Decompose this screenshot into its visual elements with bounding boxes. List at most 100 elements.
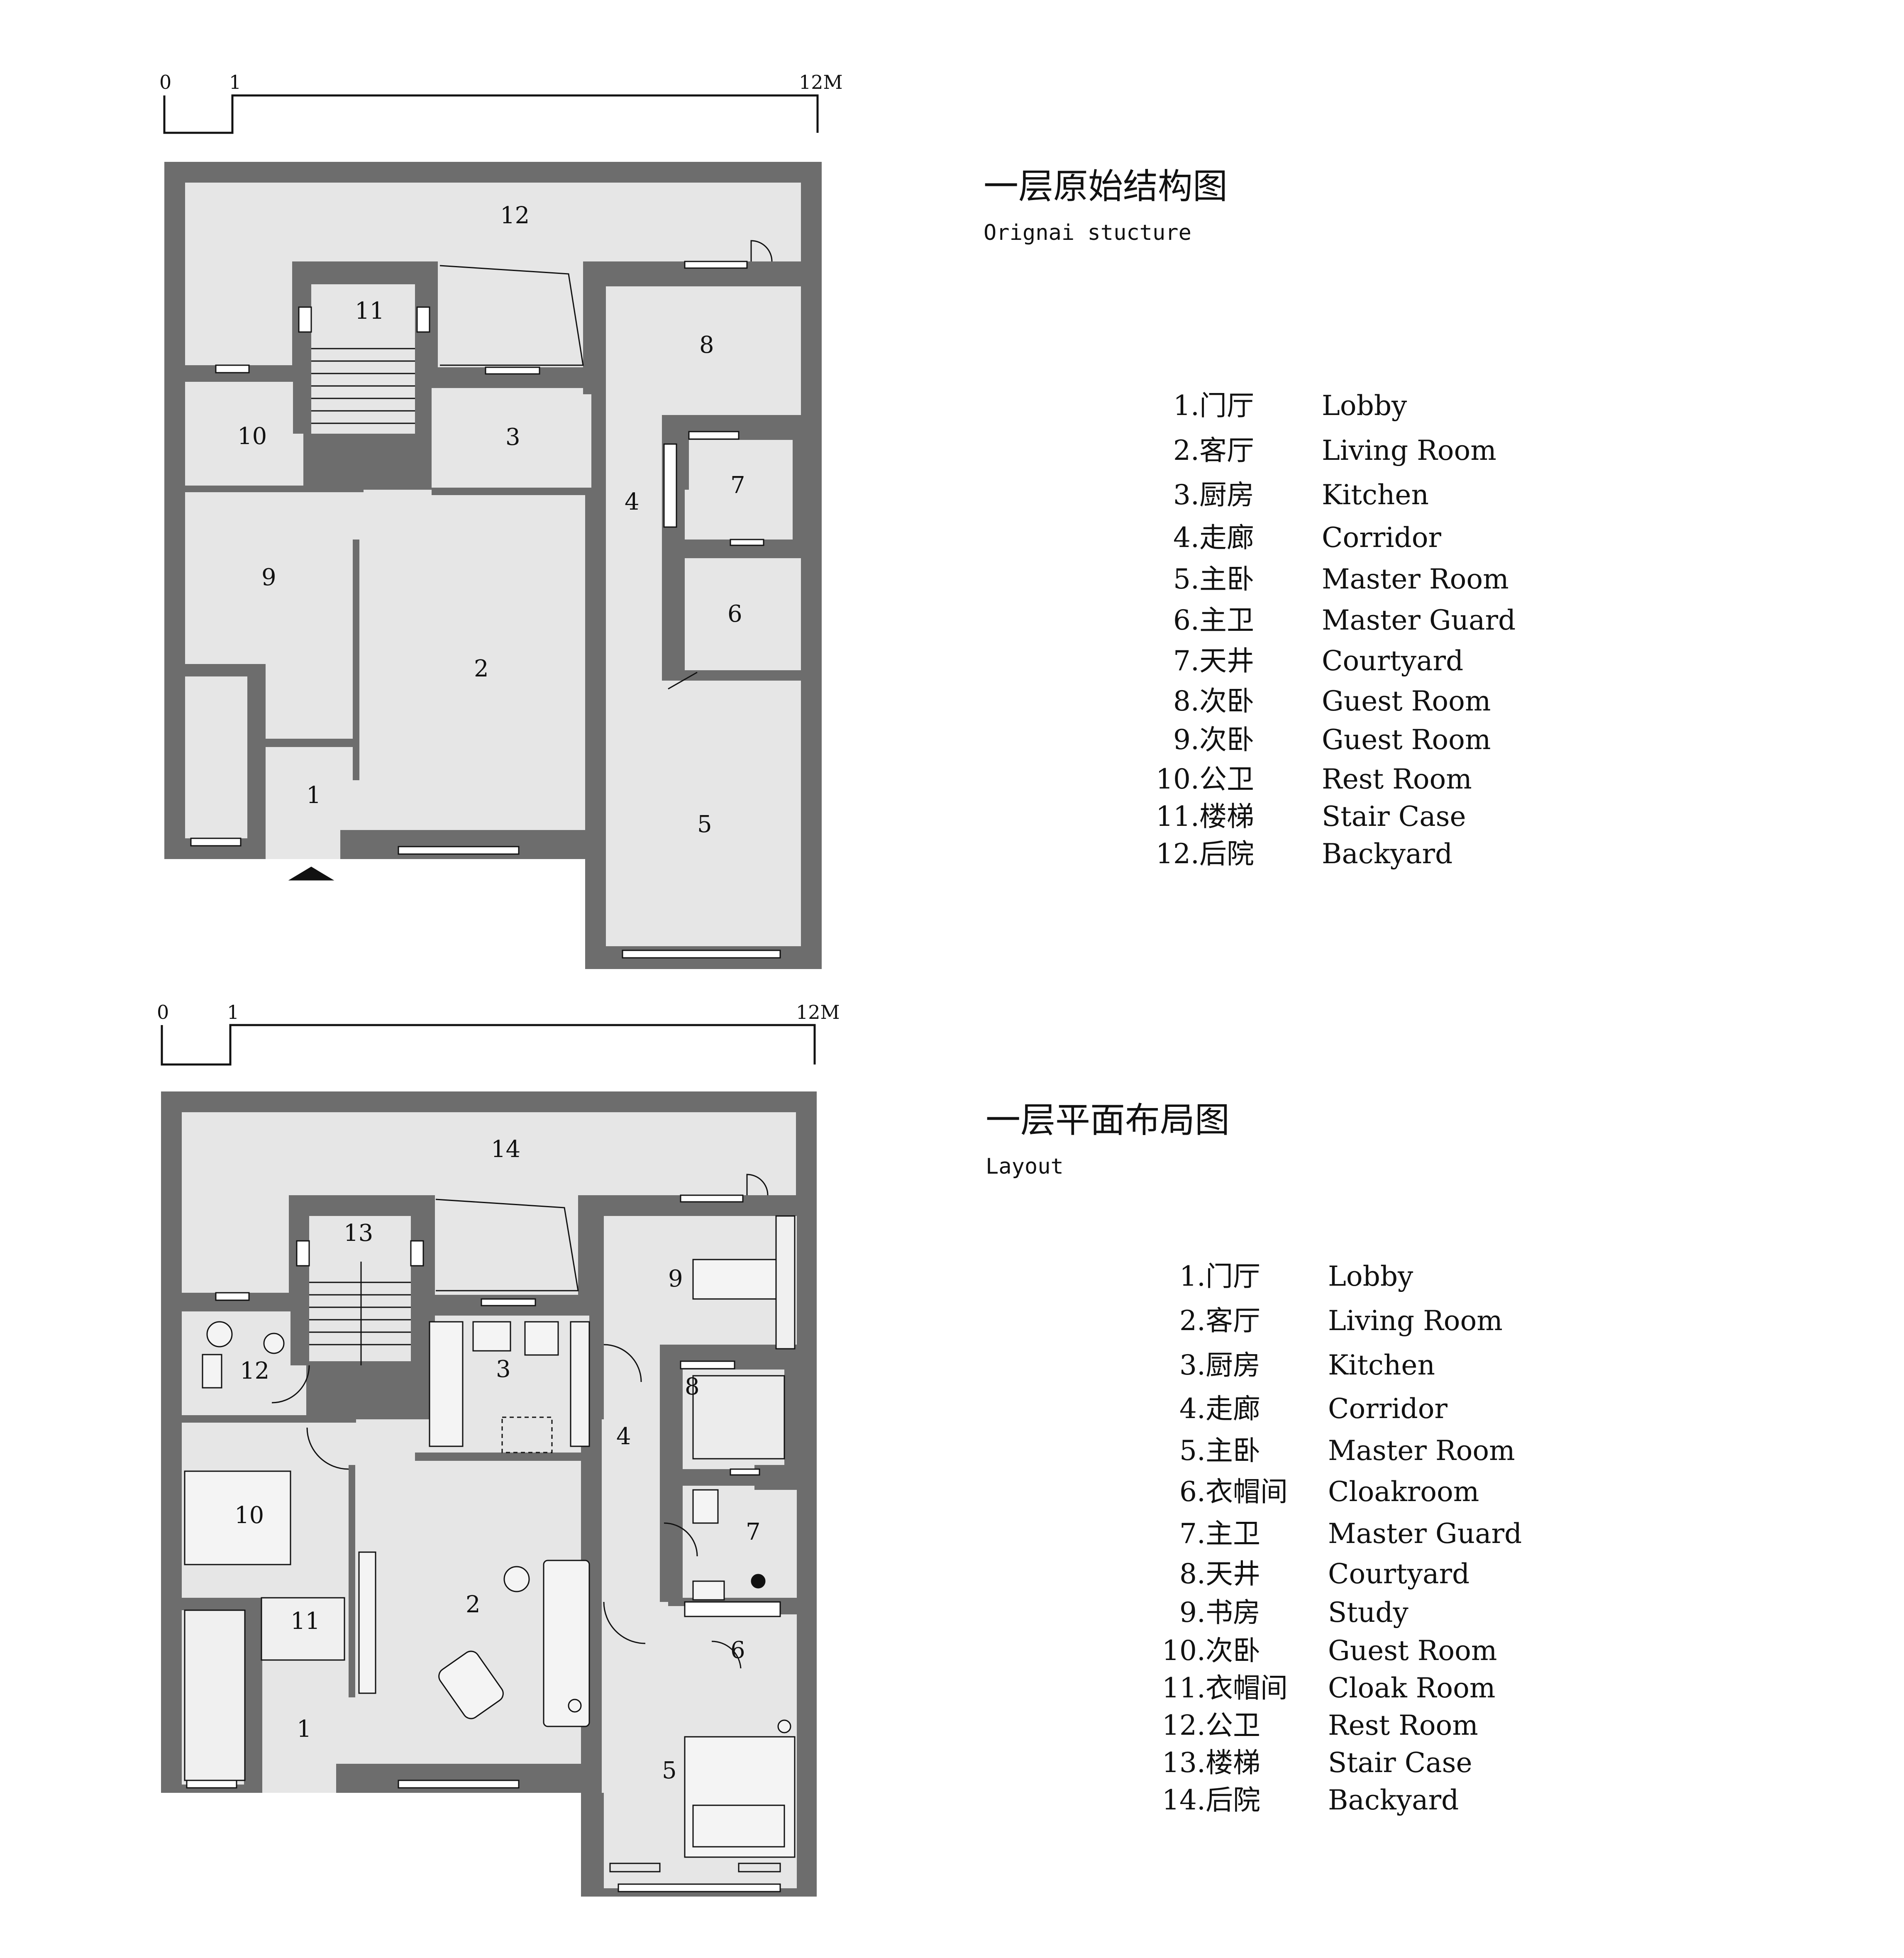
legend-number: 5. <box>1179 1435 1206 1467</box>
legend-number: 6. <box>1173 604 1199 636</box>
legend-number: 2. <box>1173 435 1199 466</box>
legend-label-en: Cloakroom <box>1328 1476 1479 1508</box>
scale-one-label: 1 <box>227 1001 239 1023</box>
room-number: 3 <box>505 424 520 451</box>
legend-label-en: Rest Room <box>1328 1709 1478 1741</box>
room-number: 10 <box>234 1502 264 1529</box>
room-number: 1 <box>306 782 321 809</box>
room-number: 3 <box>496 1356 511 1383</box>
legend-label-cn: 客厅 <box>1199 435 1254 466</box>
legend-number: 8. <box>1173 685 1199 717</box>
legend-label-en: Study <box>1328 1597 1408 1628</box>
legend-label-cn: 楼梯 <box>1199 801 1254 833</box>
scale-zero-label: 0 <box>159 71 171 93</box>
legend-number: 11. <box>1156 801 1199 833</box>
legend-label-en: Courtyard <box>1322 645 1463 677</box>
legend-label-en: Master Guard <box>1322 604 1516 636</box>
room-number: 5 <box>697 811 712 838</box>
room-number: 7 <box>746 1519 761 1545</box>
legend-label-en: Kitchen <box>1322 479 1429 511</box>
legend-label-en: Backyard <box>1328 1784 1459 1816</box>
room-number: 6 <box>727 601 742 627</box>
legend-number: 2. <box>1179 1305 1206 1337</box>
plan-original-structure: 0 1 12M <box>159 71 1516 969</box>
legend-label-cn: 天井 <box>1199 645 1254 677</box>
legend-number: 10. <box>1156 763 1199 795</box>
legend-number: 9. <box>1179 1597 1206 1628</box>
legend-label-en: Living Room <box>1322 435 1496 466</box>
plan-title-en: Layout <box>986 1154 1064 1179</box>
scale-end-label: 12M <box>799 71 843 93</box>
legend-number: 12. <box>1162 1709 1206 1741</box>
legend-number: 12. <box>1156 838 1199 870</box>
legend-number: 5. <box>1173 563 1199 595</box>
legend-number: 1. <box>1173 390 1199 422</box>
legend-label-cn: 走廊 <box>1206 1393 1260 1425</box>
room-number: 13 <box>344 1220 373 1247</box>
legend-number: 10. <box>1162 1635 1206 1667</box>
legend-label-cn: 客厅 <box>1206 1305 1260 1337</box>
legend-label-cn: 主卫 <box>1199 604 1254 636</box>
legend-label-en: Corridor <box>1322 522 1441 554</box>
room-number: 1 <box>297 1716 312 1743</box>
legend-label-en: Cloak Room <box>1328 1672 1495 1704</box>
room-numbers: 1 2 3 4 5 6 7 8 9 10 11 12 13 14 <box>234 1136 761 1784</box>
plan-title-cn: 一层平面布局图 <box>986 1100 1230 1140</box>
room-number: 14 <box>491 1136 520 1163</box>
plan-title-en: Orignai stucture <box>984 220 1191 245</box>
room-number: 4 <box>625 488 640 515</box>
legend-label-cn: 厨房 <box>1206 1349 1260 1381</box>
room-number: 5 <box>662 1757 677 1784</box>
room-number: 7 <box>730 472 745 499</box>
room-numbers: 1 2 3 4 5 6 7 8 9 10 11 12 <box>237 202 745 838</box>
legend-number: 1. <box>1179 1260 1206 1292</box>
legend-label-en: Lobby <box>1328 1260 1413 1292</box>
windows <box>190 261 781 959</box>
scale-one-label: 1 <box>229 71 241 93</box>
legend-label-en: Guest Room <box>1322 724 1491 756</box>
room-number: 12 <box>240 1357 269 1384</box>
legend-label-en: Living Room <box>1328 1305 1503 1337</box>
windows <box>186 1194 781 1892</box>
room-number: 4 <box>616 1423 631 1450</box>
plan-title-cn: 一层原始结构图 <box>984 166 1228 207</box>
room-number: 9 <box>261 564 276 591</box>
legend-number: 7. <box>1179 1518 1206 1550</box>
legend-label-cn: 公卫 <box>1199 763 1254 795</box>
scale-zero-label: 0 <box>157 1001 169 1023</box>
room-number: 12 <box>500 202 530 229</box>
legend-number: 6. <box>1179 1476 1206 1508</box>
legend-label-en: Lobby <box>1322 390 1407 422</box>
legend-label-cn: 后院 <box>1199 838 1254 870</box>
legend-label-en: Guest Room <box>1322 685 1491 717</box>
legend-label-cn: 天井 <box>1206 1558 1260 1590</box>
legend-label-en: Backyard <box>1322 838 1452 870</box>
legend-label-cn: 公卫 <box>1206 1709 1260 1741</box>
room-number: 2 <box>474 655 489 682</box>
room-number: 2 <box>466 1591 481 1618</box>
legend-label-cn: 走廊 <box>1199 522 1254 554</box>
legend-label-cn: 次卧 <box>1199 685 1254 717</box>
room-number: 8 <box>699 332 714 359</box>
legend-number: 4. <box>1173 522 1199 554</box>
legend-label-en: Master Guard <box>1328 1518 1522 1550</box>
legend-label-cn: 次卧 <box>1199 724 1254 756</box>
furniture <box>184 1215 796 1858</box>
legend-label-cn: 主卫 <box>1206 1518 1260 1550</box>
legend-number: 11. <box>1162 1672 1206 1704</box>
legend-number: 3. <box>1173 479 1199 511</box>
legend-number: 8. <box>1179 1558 1206 1590</box>
legend-label-cn: 主卧 <box>1206 1435 1260 1467</box>
legend-number: 14. <box>1162 1784 1206 1816</box>
legend-label-en: Courtyard <box>1328 1558 1469 1590</box>
room-number: 10 <box>237 423 267 450</box>
room-number: 6 <box>730 1637 745 1664</box>
legend-label-cn: 后院 <box>1206 1784 1260 1816</box>
legend-label-en: Master Room <box>1322 563 1509 595</box>
plan-layout: 0 1 12M <box>157 1001 1522 1897</box>
legend-label-en: Stair Case <box>1322 801 1466 833</box>
